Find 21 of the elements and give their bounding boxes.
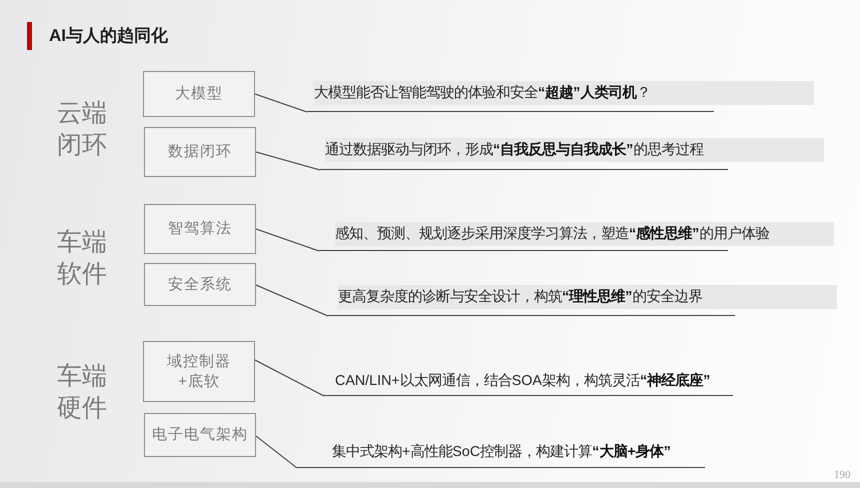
description-text: 通过数据驱动与闭环，形成“自我反思与自我成长”的思考过程 — [320, 138, 824, 170]
label-box: 大模型 — [143, 71, 255, 117]
label-box: 智驾算法 — [144, 204, 256, 254]
label-box: 电子电气架构 — [144, 413, 256, 457]
description-text: 大模型能否让智能驾驶的体验和安全“超越”人类司机？ — [307, 81, 814, 112]
section-label: 云端闭环 — [57, 98, 108, 161]
leader-line — [254, 360, 324, 396]
leader-line — [256, 284, 328, 316]
label-box: 安全系统 — [144, 263, 256, 306]
section-label: 车端硬件 — [57, 361, 108, 424]
leader-line — [256, 436, 298, 468]
page-number: 190 — [834, 469, 850, 481]
leader-line — [256, 152, 320, 170]
label-box: 域控制器+底软 — [143, 341, 255, 402]
title: AI与人的趋同化 — [49, 25, 168, 47]
section-label: 车端软件 — [57, 227, 108, 290]
description-text: 更高复杂度的诊断与安全设计，构筑“理性思维”的安全边界 — [328, 285, 837, 316]
leader-line — [256, 228, 320, 252]
label-box: 数据闭环 — [144, 127, 256, 177]
description-text: 感知、预测、规划逐步采用深度学习算法，塑造“感性思维”的用户体验 — [319, 222, 834, 251]
leader-line — [254, 94, 308, 112]
